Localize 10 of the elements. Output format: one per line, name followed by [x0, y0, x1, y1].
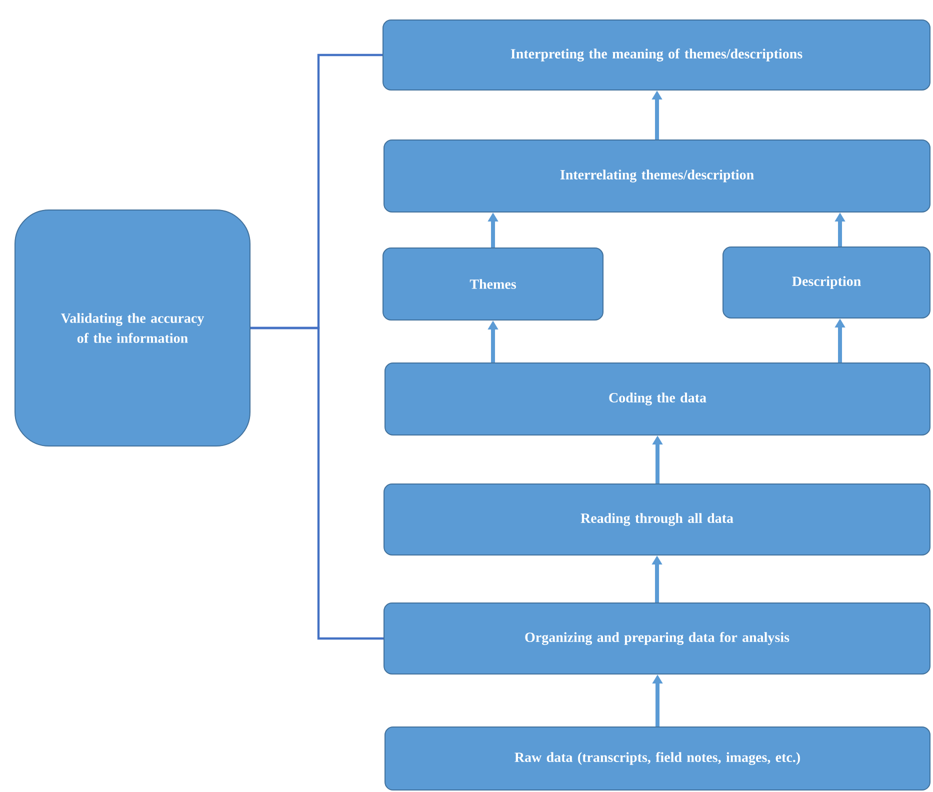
process-box: Raw data (transcripts, field notes, images, etc.) [384, 726, 931, 790]
process-box: Interrelating themes/description [384, 140, 931, 212]
process-box: Themes [382, 248, 604, 320]
process-box: Organizing and preparing data for analysis [384, 602, 931, 674]
process-box: Validating the accuracy of the information [14, 210, 250, 446]
bracket-line [250, 326, 384, 640]
process-box: Description [722, 246, 931, 318]
process-box: Interpreting the meaning of themes/descriptions [382, 20, 931, 90]
process-box: Coding the data [384, 362, 931, 436]
process-box: Reading through all data [384, 484, 931, 556]
